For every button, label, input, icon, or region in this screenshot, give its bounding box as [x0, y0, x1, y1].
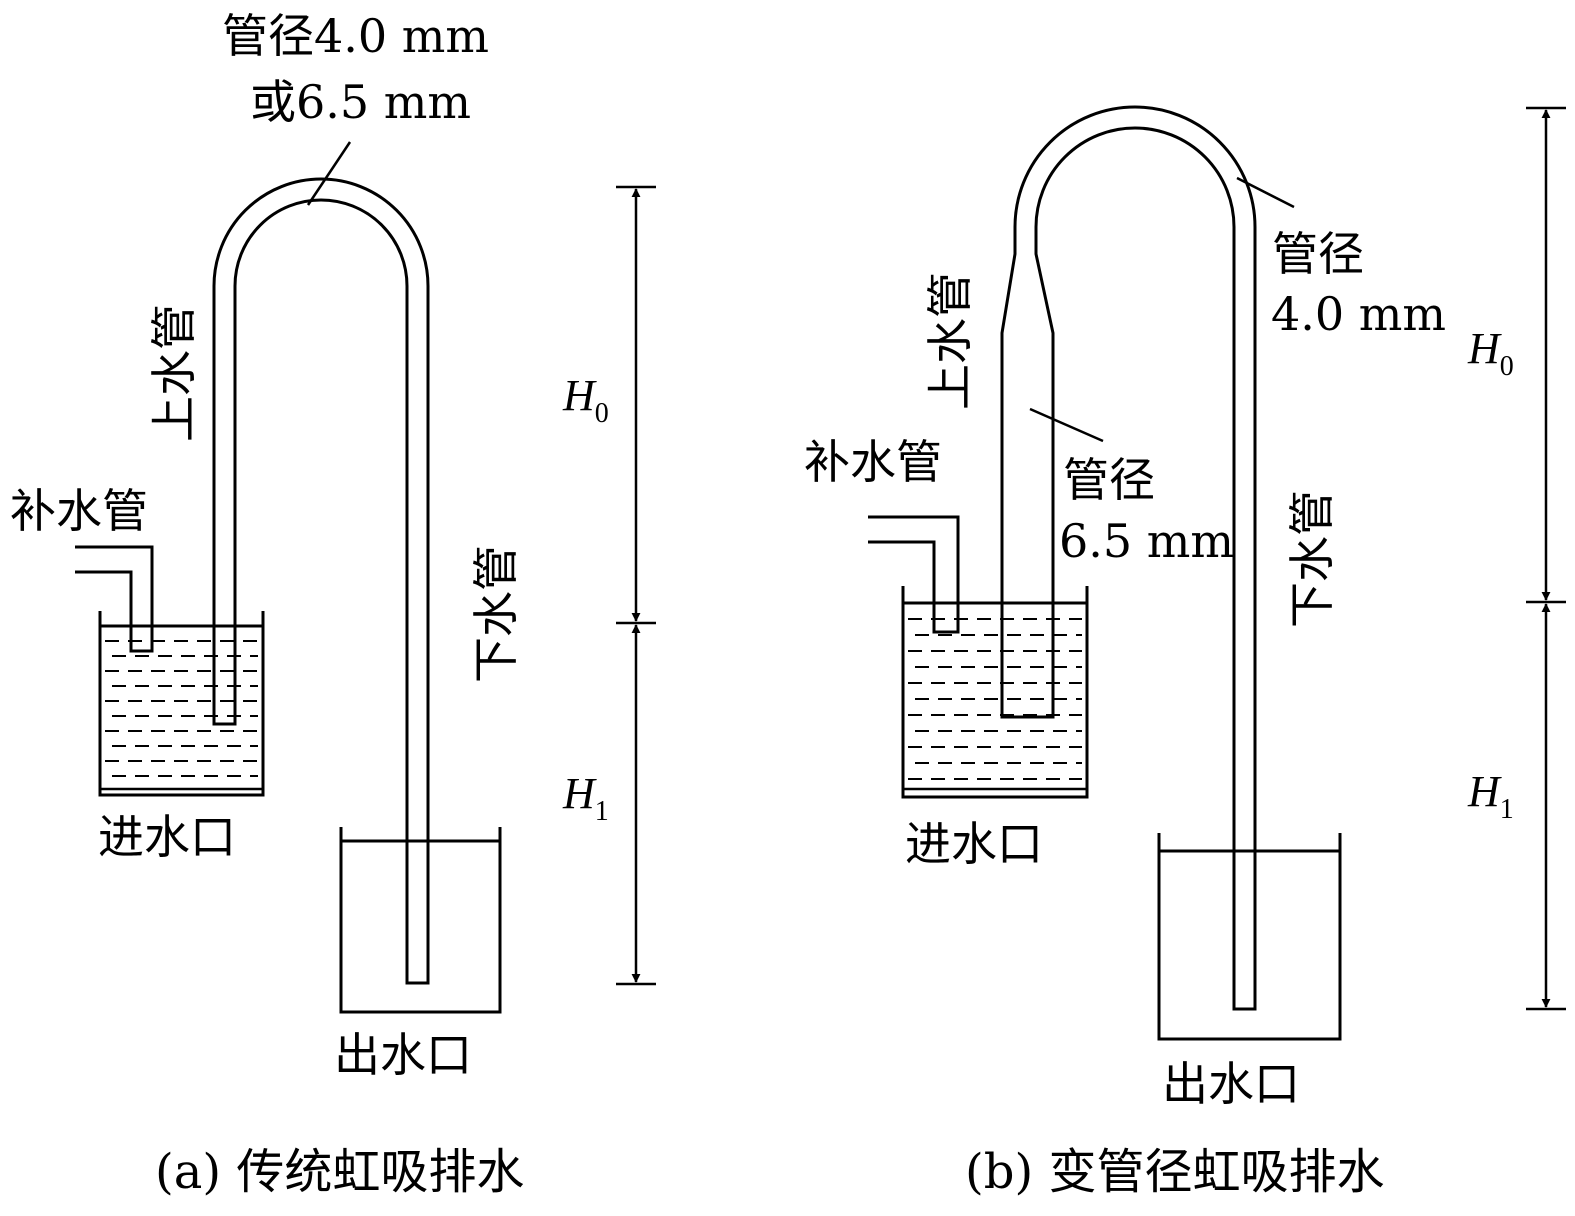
- water-hatch-b: [908, 618, 1082, 780]
- top-diameter-label-b-line1: 管径: [1272, 227, 1364, 281]
- supply-pipe-label-b: 补水管: [804, 435, 942, 489]
- caption-b: (b) 变管径虹吸排水: [965, 1144, 1384, 1200]
- bottom-diameter-label-b-line1: 管径: [1063, 453, 1155, 507]
- caption-a: (a) 传统虹吸排水: [155, 1144, 524, 1200]
- h1-label-a: H1: [562, 769, 609, 827]
- siphon-tube-a: [212, 177, 430, 985]
- siphon-tube-b: [1000, 105, 1257, 1011]
- up-pipe-label-b: 上水管: [923, 272, 977, 410]
- inlet-label-b: 进水口: [905, 817, 1043, 871]
- diameter-label-a-line1: 管径4.0 mm: [222, 9, 489, 63]
- dimension-a: [616, 185, 656, 986]
- supply-pipe-b: [868, 515, 960, 634]
- diameter-leader-a: [306, 141, 352, 206]
- supply-pipe-a: [75, 545, 154, 653]
- down-pipe-label-a: 下水管: [469, 545, 523, 683]
- up-pipe-label-a: 上水管: [147, 304, 201, 442]
- outlet-label-a: 出水口: [334, 1028, 472, 1082]
- panel-b: 管径 4.0 mm 管径 6.5 mm 上水管 下水管 补水管 进水口 出水口 …: [804, 105, 1566, 1200]
- dimension-b: [1526, 106, 1566, 1011]
- top-diameter-leader-b: [1236, 176, 1295, 209]
- panel-a: 管径4.0 mm 或6.5 mm 上水管 下水管 补水管 进水口 出水口 H0 …: [10, 9, 656, 1200]
- supply-pipe-label-a: 补水管: [10, 484, 148, 538]
- outlet-tank-b: [1157, 833, 1342, 1041]
- down-pipe-label-b: 下水管: [1285, 490, 1339, 628]
- h0-label-a: H0: [562, 371, 609, 429]
- outlet-tank-a: [339, 827, 502, 1014]
- inlet-tank-a: [98, 611, 265, 797]
- bottom-diameter-leader-b: [1029, 407, 1104, 443]
- outlet-label-b: 出水口: [1162, 1057, 1300, 1111]
- diameter-label-a-line2: 或6.5 mm: [250, 75, 471, 129]
- top-diameter-label-b-line2: 4.0 mm: [1271, 287, 1446, 341]
- inlet-tank-b: [901, 586, 1089, 799]
- inlet-label-a: 进水口: [98, 810, 236, 864]
- h1-label-b: H1: [1467, 767, 1514, 825]
- bottom-diameter-label-b-line2: 6.5 mm: [1059, 514, 1234, 568]
- h0-label-b: H0: [1467, 324, 1514, 382]
